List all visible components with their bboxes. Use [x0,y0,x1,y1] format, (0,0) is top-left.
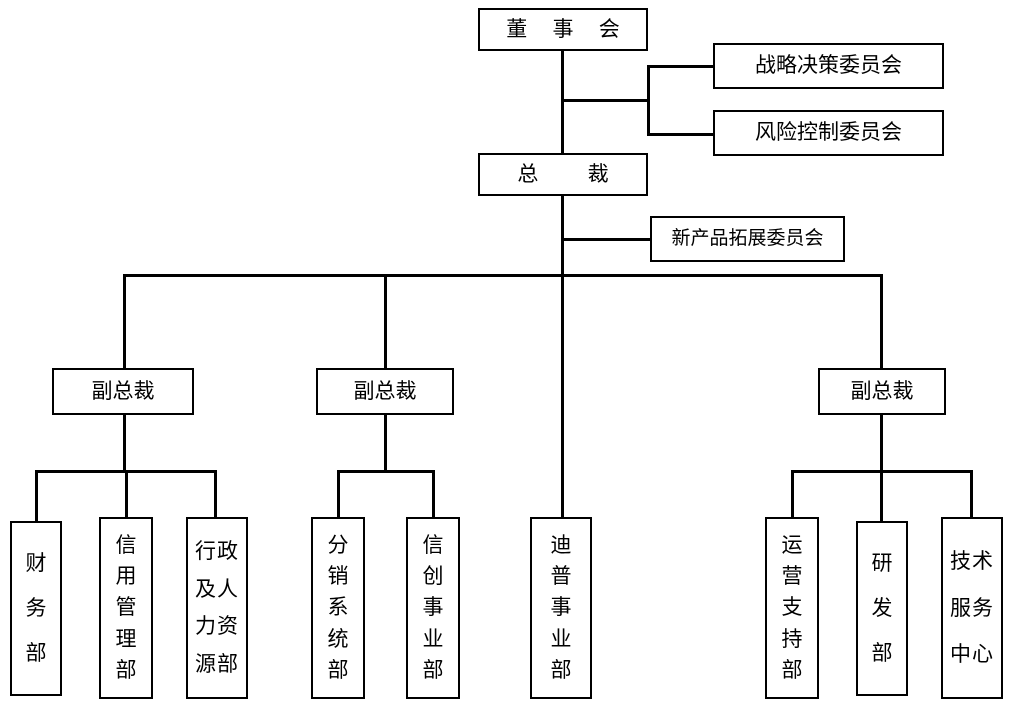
dept-finance-line-2: 部 [25,641,47,665]
dept-dptech-line-4: 部 [550,657,572,682]
dept-credit-line-4: 部 [115,657,137,682]
edge-vpright-ops [791,470,794,522]
dept-rnd-line-2: 部 [871,641,893,665]
dept-adminhr-line-1: 及人 [195,576,239,601]
dept-credit-line-1: 用 [115,564,137,589]
node-dept-rnd[interactable]: 研 发 部 [856,521,908,696]
dept-distribution-line-0: 分 [327,533,349,558]
dept-ops-line-1: 营 [781,564,803,589]
dept-rnd-line-0: 研 [871,551,893,575]
edge-vpleft-finance [35,470,38,522]
edge-president-newproduct [561,238,653,241]
edge-bus-vp-mid [384,274,387,369]
node-president[interactable]: 总 裁 [478,153,648,196]
node-new-product-committee-label: 新产品拓展委员会 [671,227,824,249]
dept-xinchuang-line-2: 事 [422,595,444,620]
node-risk-committee-label: 风险控制委员会 [755,120,902,145]
edge-vpmid-bus [337,470,435,473]
node-board[interactable]: 董 事 会 [478,8,648,51]
node-vp-right[interactable]: 副总裁 [818,368,946,415]
edge-vpmid-xinchuang [432,470,435,522]
edge-bus-vp-left [123,274,126,369]
dept-distribution-line-3: 统 [327,626,349,651]
dept-xinchuang-line-1: 创 [422,564,444,589]
dept-xinchuang-line-4: 部 [422,657,444,682]
dept-distribution-line-2: 系 [327,595,349,620]
dept-ops-line-3: 持 [781,626,803,651]
dept-ops-line-4: 部 [781,657,803,682]
dept-credit-line-0: 信 [115,533,137,558]
node-new-product-committee[interactable]: 新产品拓展委员会 [650,216,845,262]
dept-adminhr-line-0: 行政 [195,539,239,564]
edge-vpleft-credit [125,470,128,522]
edge-elbow-risk [647,133,715,136]
dept-finance-line-1: 务 [25,596,47,620]
dept-ops-line-2: 支 [781,595,803,620]
dept-rnd-line-1: 发 [871,596,893,620]
dept-techservice-line-1: 服务 [950,595,994,620]
dept-ops-line-0: 运 [781,533,803,558]
edge-vpleft-drop [123,415,126,472]
dept-credit-line-3: 理 [115,626,137,651]
edge-vpright-rnd [880,470,883,522]
dept-techservice-line-0: 技术 [950,548,994,573]
dept-finance-line-0: 财 [25,551,47,575]
node-dept-dptech[interactable]: 迪 普 事 业 部 [530,517,592,699]
node-president-label: 总 裁 [517,161,631,186]
edge-vp-bus [123,274,883,277]
node-vp-mid[interactable]: 副总裁 [316,368,454,415]
node-dept-xinchuang[interactable]: 信 创 事 业 部 [406,517,460,699]
edge-vpright-drop [880,415,883,472]
edge-vpmid-distribution [337,470,340,522]
dept-techservice-line-2: 中心 [950,642,994,667]
edge-vpright-techservice [970,470,973,522]
node-dept-credit-mgmt[interactable]: 信 用 管 理 部 [99,517,153,699]
node-vp-left-label: 副总裁 [91,378,155,403]
edge-committee-elbow [647,65,650,136]
node-vp-right-label: 副总裁 [850,378,914,403]
dept-xinchuang-line-3: 业 [422,626,444,651]
edge-vpleft-adminhr [214,470,217,522]
dept-dptech-line-1: 普 [550,564,572,589]
node-dept-tech-service[interactable]: 技术 服务 中心 [941,517,1003,699]
node-dept-ops-support[interactable]: 运 营 支 持 部 [765,517,819,699]
dept-dptech-line-0: 迪 [550,533,572,558]
edge-bus-vp-right [880,274,883,369]
dept-dptech-line-2: 事 [550,595,572,620]
node-dept-finance[interactable]: 财 务 部 [10,521,62,696]
node-dept-distribution[interactable]: 分 销 系 统 部 [311,517,365,699]
dept-distribution-line-1: 销 [327,564,349,589]
node-board-label: 董 事 会 [506,16,630,41]
dept-dptech-line-3: 业 [550,626,572,651]
edge-vpmid-drop [384,415,387,472]
node-dept-admin-hr[interactable]: 行政 及人 力资 源部 [186,517,248,699]
node-risk-committee[interactable]: 风险控制委员会 [713,110,944,156]
dept-adminhr-line-3: 源部 [195,651,239,676]
node-strategy-committee[interactable]: 战略决策委员会 [713,43,944,89]
dept-xinchuang-line-0: 信 [422,533,444,558]
node-vp-left[interactable]: 副总裁 [52,368,194,415]
edge-elbow-strategy [647,65,715,68]
node-strategy-committee-label: 战略决策委员会 [755,53,902,78]
node-vp-mid-label: 副总裁 [353,378,417,403]
dept-credit-line-2: 管 [115,595,137,620]
dept-adminhr-line-2: 力资 [195,614,239,639]
edge-board-committee-stub [561,99,650,102]
edge-president-trunk [561,196,564,523]
dept-distribution-line-4: 部 [327,657,349,682]
